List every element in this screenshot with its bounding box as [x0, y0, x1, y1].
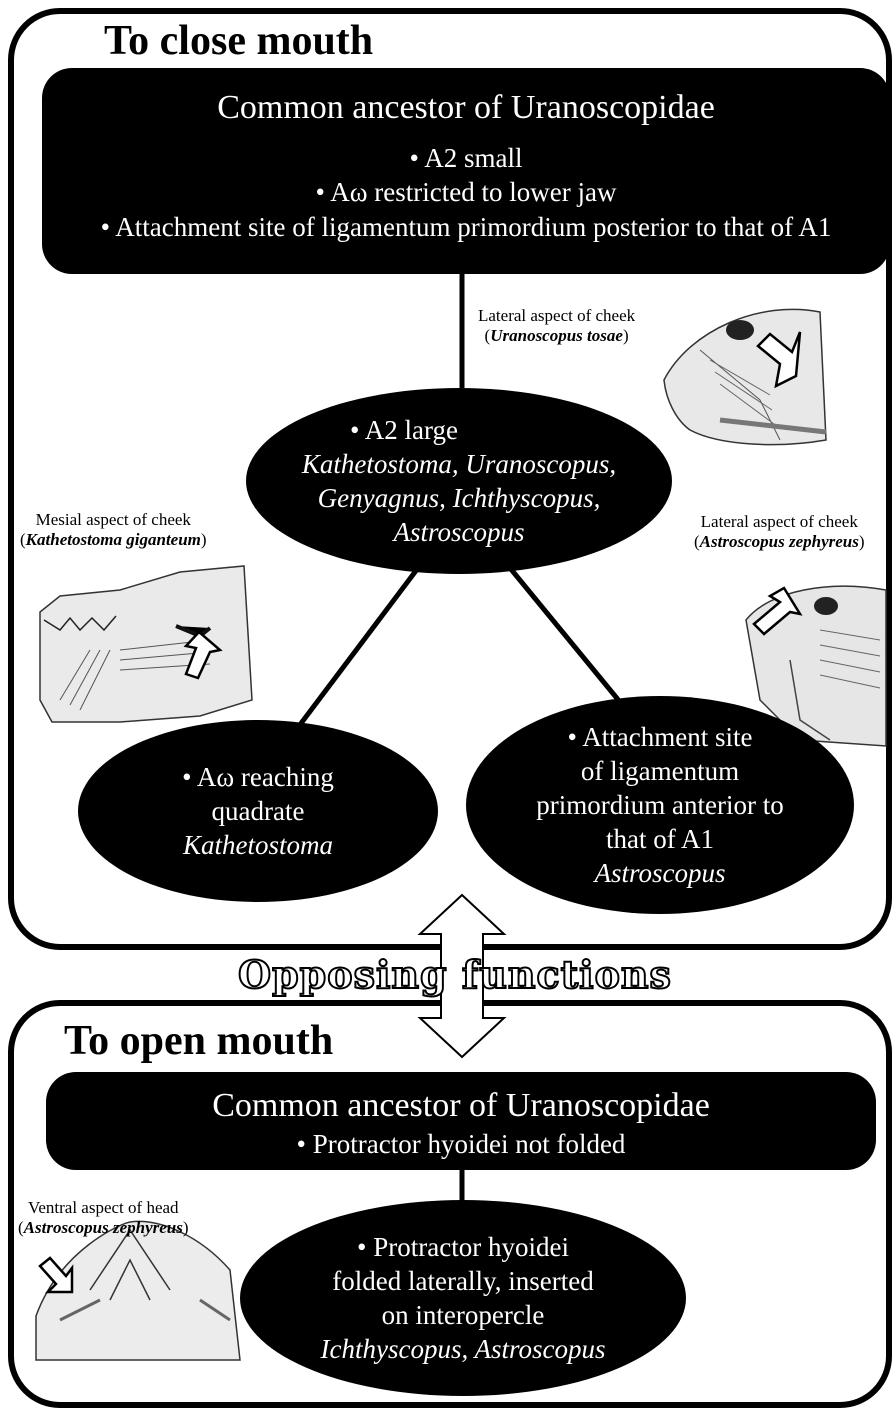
opposing-functions-label: Opposing functions: [237, 951, 672, 998]
uranoscopus-caption-label: Lateral aspect of cheek: [478, 306, 636, 325]
astroscopus-caption-species: (Astroscopus zephyreus): [694, 532, 865, 552]
astroscopus-cheek-illustration: [745, 585, 887, 747]
kathetostoma-line-2: quadrate: [211, 795, 305, 826]
kathetostoma-ellipse: • Aω reaching quadrate Kathetostoma: [78, 720, 438, 902]
a2-large-ellipse: • A2 large Kathetostoma, Uranoscopus, Ge…: [246, 388, 672, 574]
protractor-line-1: • Protractor hyoidei: [357, 1231, 569, 1262]
astroscopus-ellipse: • Attachment site of ligamentum primordi…: [466, 696, 854, 914]
ventral-caption-label: Ventral aspect of head: [27, 1198, 179, 1217]
ventral-caption: Ventral aspect of head (Astroscopus zeph…: [18, 1198, 189, 1238]
kathetostoma-taxon: Kathetostoma: [182, 830, 333, 860]
uranoscopus-arrow-icon: [756, 331, 802, 389]
astroscopus-taxon: Astroscopus: [594, 858, 726, 889]
a2-large-taxa-3: Astroscopus: [393, 517, 525, 548]
uranoscopus-cheek-illustration: [663, 308, 827, 446]
kathetostoma-cheek-illustration: [39, 565, 253, 723]
connector-a2large-to-astroscopus: [508, 566, 622, 704]
astroscopus-ventral-illustration: [35, 1220, 241, 1361]
protractor-ellipse: • Protractor hyoidei folded laterally, i…: [240, 1200, 686, 1396]
protractor-line-3: on interopercle: [381, 1300, 545, 1330]
astroscopus-line-4: that of A1: [606, 824, 714, 854]
astroscopus-caption-label: Lateral aspect of cheek: [700, 512, 858, 531]
close-ancestor-bullet-2: • Aω restricted to lower jaw: [315, 177, 617, 208]
close-ancestor-bullet-1: • A2 small: [409, 142, 523, 173]
close-ancestor-box: Common ancestor of Uranoscopidae • A2 sm…: [42, 68, 890, 274]
astroscopus-line-1: • Attachment site: [567, 721, 753, 752]
a2-large-bullet: • A2 large: [350, 414, 458, 445]
a2-large-taxa-1: Kathetostoma, Uranoscopus,: [301, 448, 617, 479]
close-ancestor-header: Common ancestor of Uranoscopidae: [217, 89, 715, 126]
kathetostoma-caption-label: Mesial aspect of cheek: [35, 510, 191, 529]
open-mouth-title: To open mouth: [64, 1018, 334, 1064]
astroscopus-line-3: primordium anterior to: [536, 789, 784, 820]
kathetostoma-caption-species: (Kathetostoma giganteum): [20, 530, 207, 550]
close-ancestor-bullet-3: • Attachment site of ligamentum primordi…: [100, 211, 832, 242]
ventral-caption-species: (Astroscopus zephyreus): [18, 1218, 189, 1238]
ventral-arrow-icon: [38, 1256, 74, 1294]
protractor-line-2: folded laterally, inserted: [332, 1265, 594, 1296]
open-ancestor-box: Common ancestor of Uranoscopidae • Protr…: [46, 1072, 876, 1170]
kathetostoma-arrow-icon: [183, 630, 223, 680]
close-mouth-title: To close mouth: [104, 18, 374, 64]
astroscopus-arrow-icon: [752, 586, 803, 636]
kathetostoma-line-1: • Aω reaching: [182, 761, 334, 792]
kathetostoma-caption: Mesial aspect of cheek (Kathetostoma gig…: [20, 510, 207, 550]
open-ancestor-header: Common ancestor of Uranoscopidae: [212, 1087, 710, 1124]
uranoscopus-caption-species: (Uranoscopus tosae): [484, 326, 629, 346]
double-arrow-icon: [417, 893, 507, 1059]
astroscopus-caption: Lateral aspect of cheek (Astroscopus zep…: [694, 512, 865, 552]
connector-a2large-to-kathetostoma: [294, 566, 420, 732]
open-ancestor-bullet: • Protractor hyoidei not folded: [296, 1128, 626, 1159]
astroscopus-line-2: of ligamentum: [580, 755, 740, 786]
protractor-taxa: Ichthyscopus, Astroscopus: [320, 1334, 606, 1365]
a2-large-taxa-2: Genyagnus, Ichthyscopus,: [317, 483, 601, 513]
uranoscopus-caption: Lateral aspect of cheek (Uranoscopus tos…: [478, 306, 635, 346]
